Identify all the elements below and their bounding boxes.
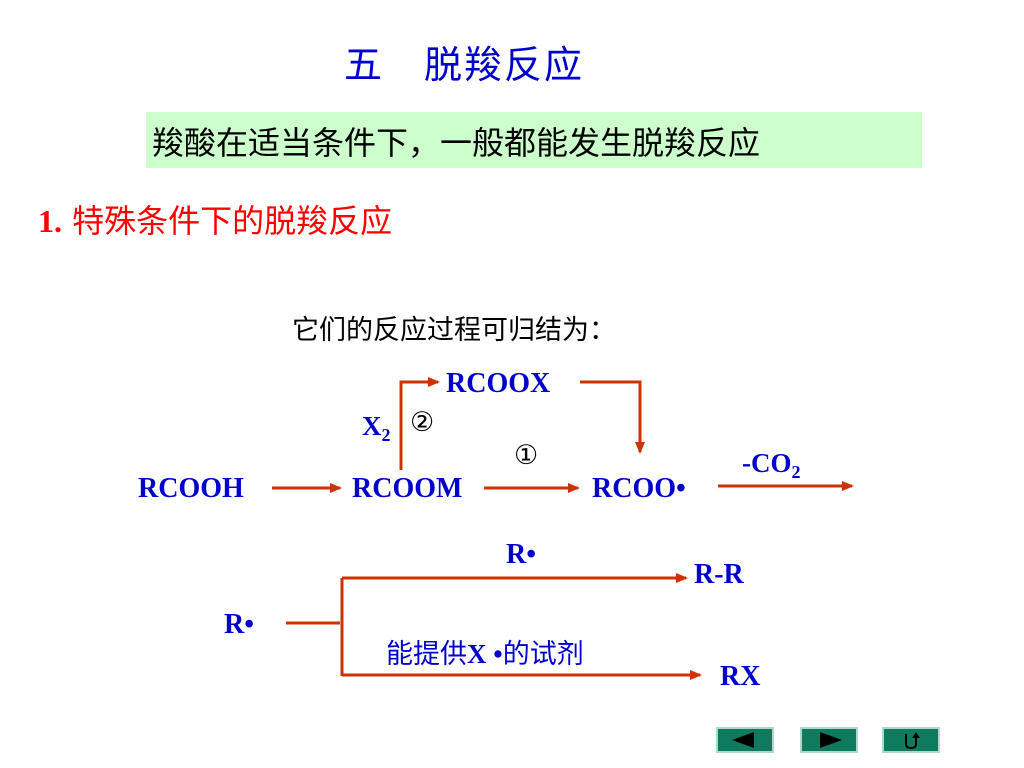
label-x2-base: X	[362, 411, 382, 441]
slide-title: 五 脱羧反应	[344, 43, 585, 87]
label-rcoox: RCOOX	[446, 368, 551, 399]
label-path-one: ①	[514, 440, 539, 471]
label-path-two: ②	[410, 407, 435, 438]
arrow-rcoox-to-rcoo	[580, 380, 645, 454]
subtitle-text: 羧酸在适当条件下，一般都能发生脱羧反应	[152, 124, 761, 162]
section-heading-text: 特殊条件下的脱羧反应	[72, 202, 393, 240]
return-button[interactable]	[882, 727, 940, 753]
label-rcooh: RCOOH	[138, 473, 244, 504]
label-x2-subscript: 2	[381, 425, 391, 445]
reagent-prefix: 能提供	[386, 639, 467, 670]
section-number: 1.	[38, 203, 62, 239]
label-co2-subscript: 2	[791, 462, 801, 482]
label-product-rx: RX	[720, 661, 761, 692]
reagent-suffix: 的试剂	[502, 639, 584, 670]
left-triangle-icon	[732, 732, 754, 748]
label-x-radical-reagent: 能提供X •的试剂	[386, 632, 584, 671]
previous-slide-button[interactable]	[716, 727, 774, 753]
label-rcoom: RCOOM	[352, 473, 463, 504]
next-slide-button[interactable]	[800, 727, 858, 753]
process-intro-text: 它们的反应过程可归结为：	[292, 315, 616, 346]
reagent-x-radical: X •	[467, 639, 503, 669]
label-rcoo-radical: RCOO•	[592, 473, 686, 504]
label-x2: X2	[362, 411, 391, 446]
arrow-rcoom-to-rcoox	[399, 377, 440, 470]
label-r-radical-top: R•	[506, 539, 537, 570]
label-r-radical-left: R•	[224, 609, 255, 640]
subtitle-highlight-box	[146, 112, 922, 168]
section-heading: 1. 特殊条件下的脱羧反应	[38, 196, 392, 242]
right-triangle-icon	[820, 732, 842, 748]
label-co2-base: -CO	[742, 448, 792, 478]
label-product-rr: R-R	[694, 559, 744, 590]
label-minus-co2: -CO2	[742, 448, 801, 483]
return-arrow-icon	[905, 732, 920, 750]
